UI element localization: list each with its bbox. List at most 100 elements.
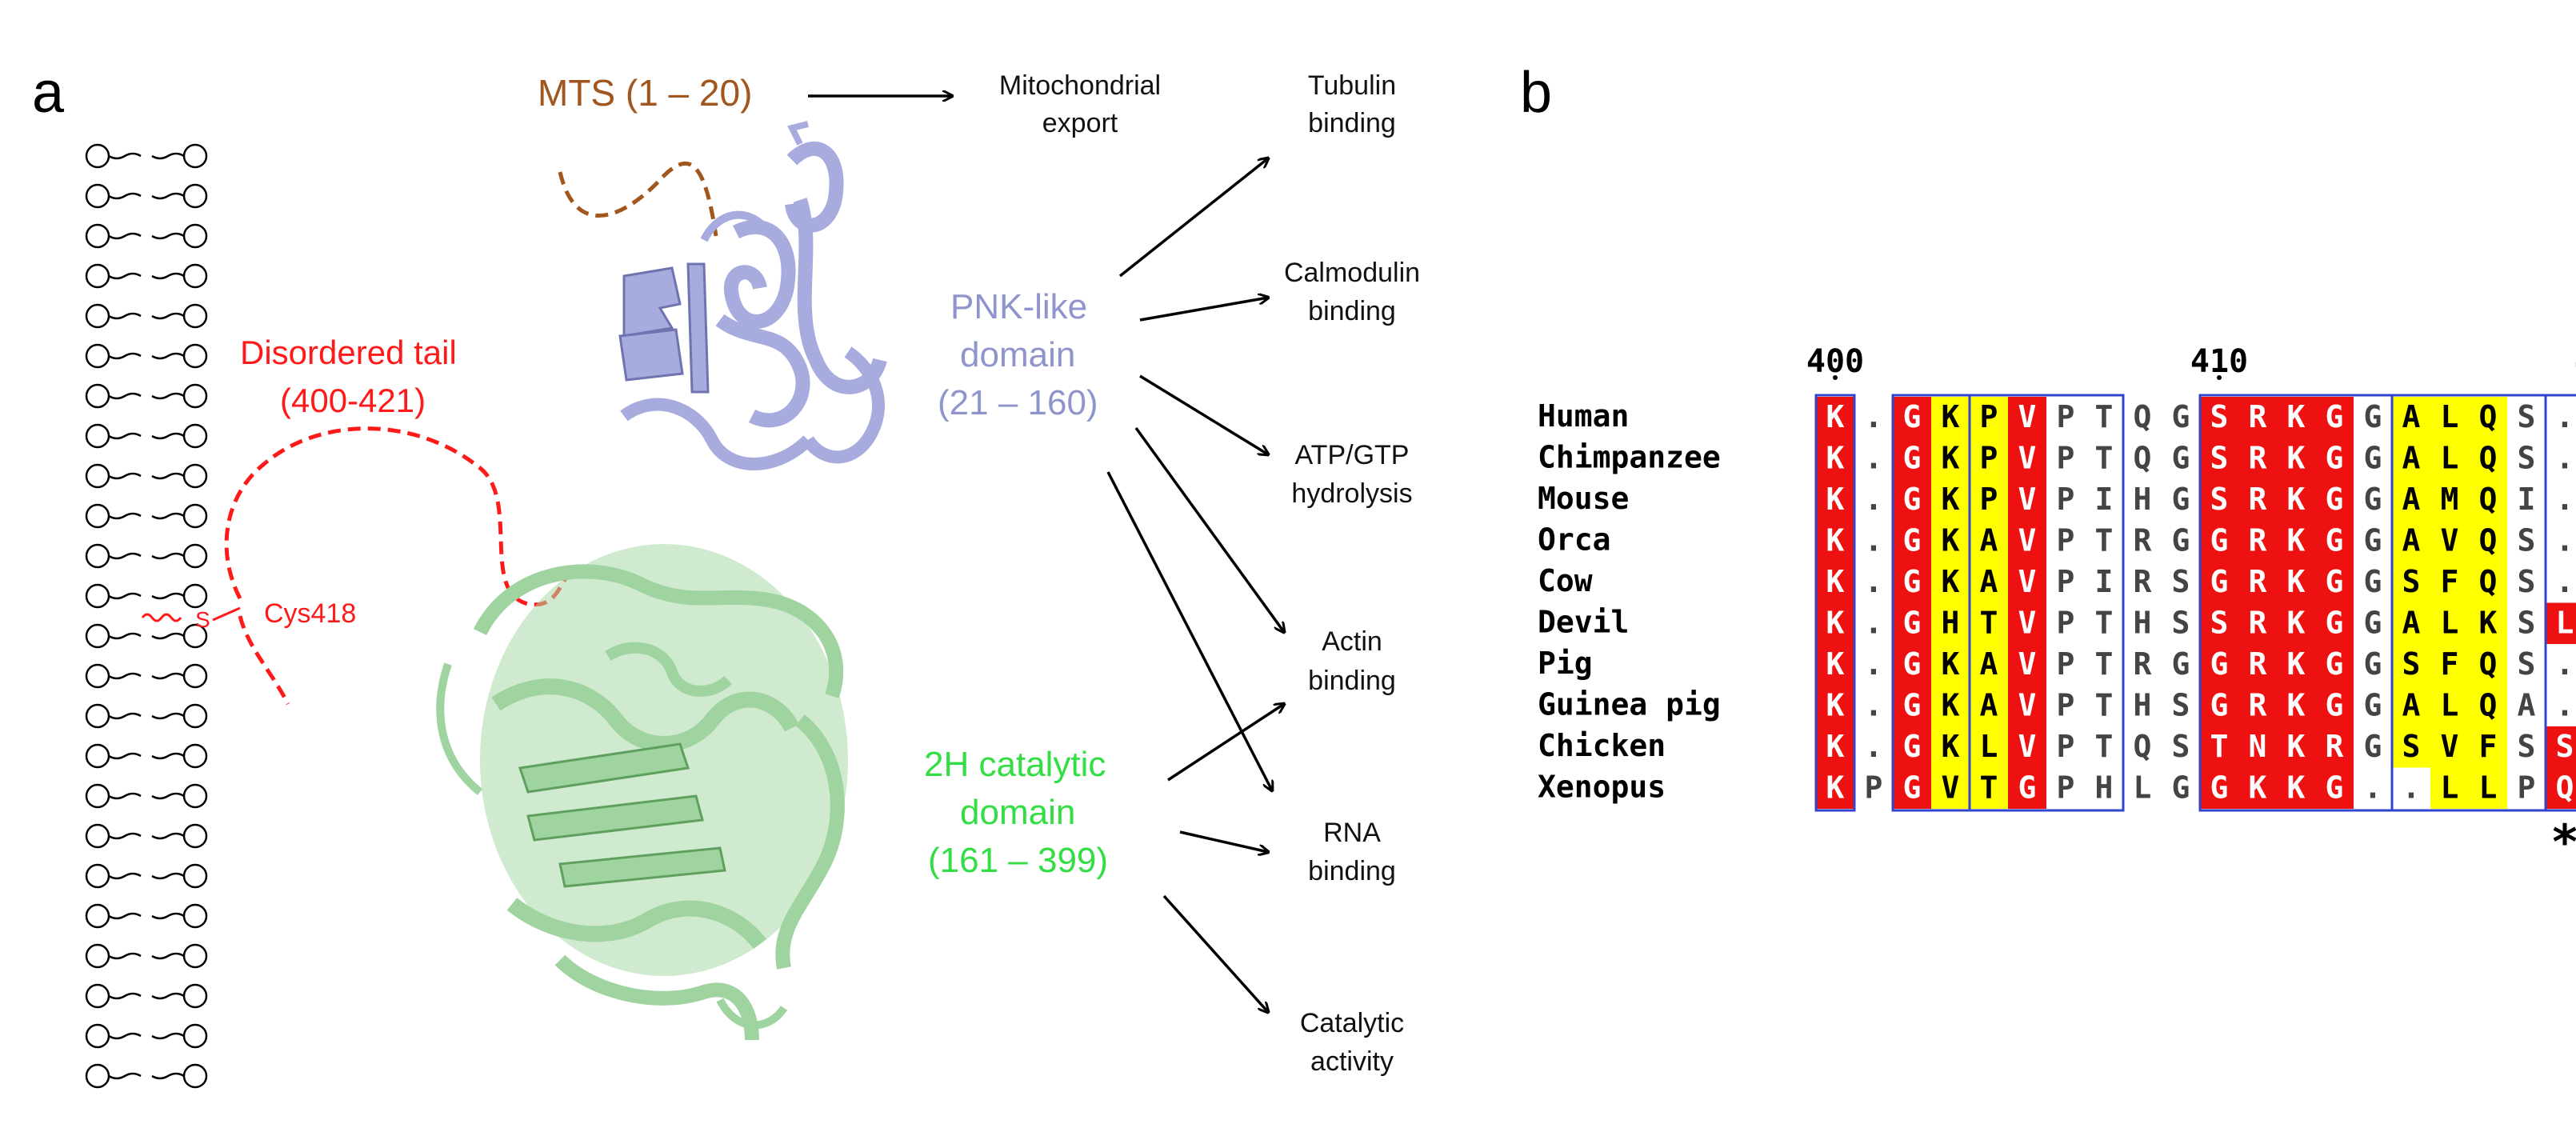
residue: K xyxy=(1942,441,1960,476)
residue: R xyxy=(2249,482,2267,517)
residue-cell xyxy=(2392,685,2430,726)
residue-cell xyxy=(1816,438,1854,479)
residue-cell xyxy=(2238,644,2277,686)
residue: K xyxy=(2287,606,2306,641)
lipid-tail-right xyxy=(151,872,185,880)
residue: G xyxy=(1903,564,1922,599)
residue: G xyxy=(2326,441,2344,476)
residue: G xyxy=(1903,688,1922,723)
residue: K xyxy=(2287,688,2306,723)
residue: L xyxy=(2134,770,2152,806)
residue-cell xyxy=(2008,397,2046,438)
lipid-head-left xyxy=(85,783,110,809)
residue-cell xyxy=(2392,397,2430,438)
residue: P xyxy=(2057,441,2075,476)
ruler-tick-label: 410 xyxy=(2190,343,2248,380)
residue: Q xyxy=(2479,688,2498,723)
residue-cell xyxy=(2277,767,2315,809)
residue-cell xyxy=(2200,438,2238,479)
residue: A xyxy=(1980,646,1998,682)
lipid-head-left xyxy=(85,943,110,969)
lipid-head-left xyxy=(85,703,110,729)
2h-domain-title: 2H catalytic xyxy=(924,745,1106,784)
residue: V xyxy=(2018,482,2037,517)
residue: . xyxy=(2556,482,2574,517)
lipid-tail-left xyxy=(108,552,142,560)
alignment-grid: K.GKPVPTQGSRKGGALQS.CTIIK.GKPVPTQGSRKGGA… xyxy=(1814,394,2576,812)
residue: S xyxy=(2518,606,2536,641)
residue: . xyxy=(2556,646,2574,682)
residue: . xyxy=(2556,441,2574,476)
residue: P xyxy=(1980,482,1998,517)
residue: H xyxy=(2134,482,2152,517)
residue: G xyxy=(1903,646,1922,682)
residue-cell xyxy=(2315,562,2354,603)
residue: R xyxy=(2134,523,2152,558)
residue: G xyxy=(2172,523,2190,558)
residue-cell xyxy=(2430,644,2469,686)
residue-cell xyxy=(2392,479,2430,521)
lipid-tail-right xyxy=(151,432,185,440)
residue: G xyxy=(2364,729,2382,764)
residue: Q xyxy=(2134,399,2152,434)
residue-cell xyxy=(1893,479,1931,521)
residue: A xyxy=(2402,482,2421,517)
lipid-tail-right xyxy=(151,152,185,160)
residue: R xyxy=(2249,523,2267,558)
lipid-head-right xyxy=(182,543,208,569)
lipid-tail-right xyxy=(151,912,185,920)
residue: T xyxy=(2095,729,2114,764)
residue-cell xyxy=(2200,479,2238,521)
residue-cell xyxy=(2430,685,2469,726)
residue: L xyxy=(2479,770,2498,806)
residue-cell xyxy=(2315,520,2354,562)
residue: Q xyxy=(2479,523,2498,558)
residue-cell xyxy=(2277,562,2315,603)
lipid-tail-left xyxy=(108,912,142,920)
lipid-head-left xyxy=(85,343,110,369)
species-label: Mouse xyxy=(1538,481,1629,516)
residue-cell xyxy=(1816,767,1854,809)
residue-cell xyxy=(1893,767,1931,809)
lipid-head-right xyxy=(182,223,208,249)
residue: G xyxy=(1903,770,1922,806)
residue: V xyxy=(2441,523,2459,558)
lipid-head-left xyxy=(85,983,110,1009)
residue: V xyxy=(2018,564,2037,599)
conserved-cys-asterisk: * xyxy=(2550,814,2576,870)
residue-cell xyxy=(2546,602,2576,644)
residue-cell xyxy=(1816,685,1854,726)
function-1-line1: Mitochondrial xyxy=(999,70,1161,101)
residue: . xyxy=(2556,688,2574,723)
lipid-tail-right xyxy=(151,1032,185,1040)
residue-cell xyxy=(2238,520,2277,562)
residue: P xyxy=(2057,399,2075,434)
residue: G xyxy=(2326,606,2344,641)
residue: P xyxy=(2057,646,2075,682)
residue: F xyxy=(2441,564,2459,599)
residue-cell xyxy=(2315,767,2354,809)
residue: P xyxy=(2057,729,2075,764)
residue-cell xyxy=(2238,685,2277,726)
residue: K xyxy=(1826,646,1845,682)
lipid-tail-right xyxy=(151,512,185,520)
residue: R xyxy=(2249,688,2267,723)
residue: P xyxy=(2518,770,2536,806)
residue-cell xyxy=(1970,479,2008,521)
sequence-ruler: 400410420 xyxy=(1806,343,2576,380)
residue-cell xyxy=(1931,602,1970,644)
residue: Q xyxy=(2134,441,2152,476)
lipid-head-left xyxy=(85,823,110,849)
residue-cell xyxy=(1970,397,2008,438)
pnk-domain-range: (21 – 160) xyxy=(938,383,1098,422)
function-2-line1: Tubulin xyxy=(1308,70,1396,101)
residue: P xyxy=(1980,399,1998,434)
residue: T xyxy=(2210,729,2229,764)
2h-domain-sub: domain xyxy=(960,793,1075,832)
cys-link xyxy=(212,606,241,622)
residue: K xyxy=(1826,482,1845,517)
residue: S xyxy=(2556,729,2574,764)
function-4-line1: ATP/GTP xyxy=(1295,440,1410,470)
residue: A xyxy=(2402,523,2421,558)
residue-cell xyxy=(2392,644,2430,686)
